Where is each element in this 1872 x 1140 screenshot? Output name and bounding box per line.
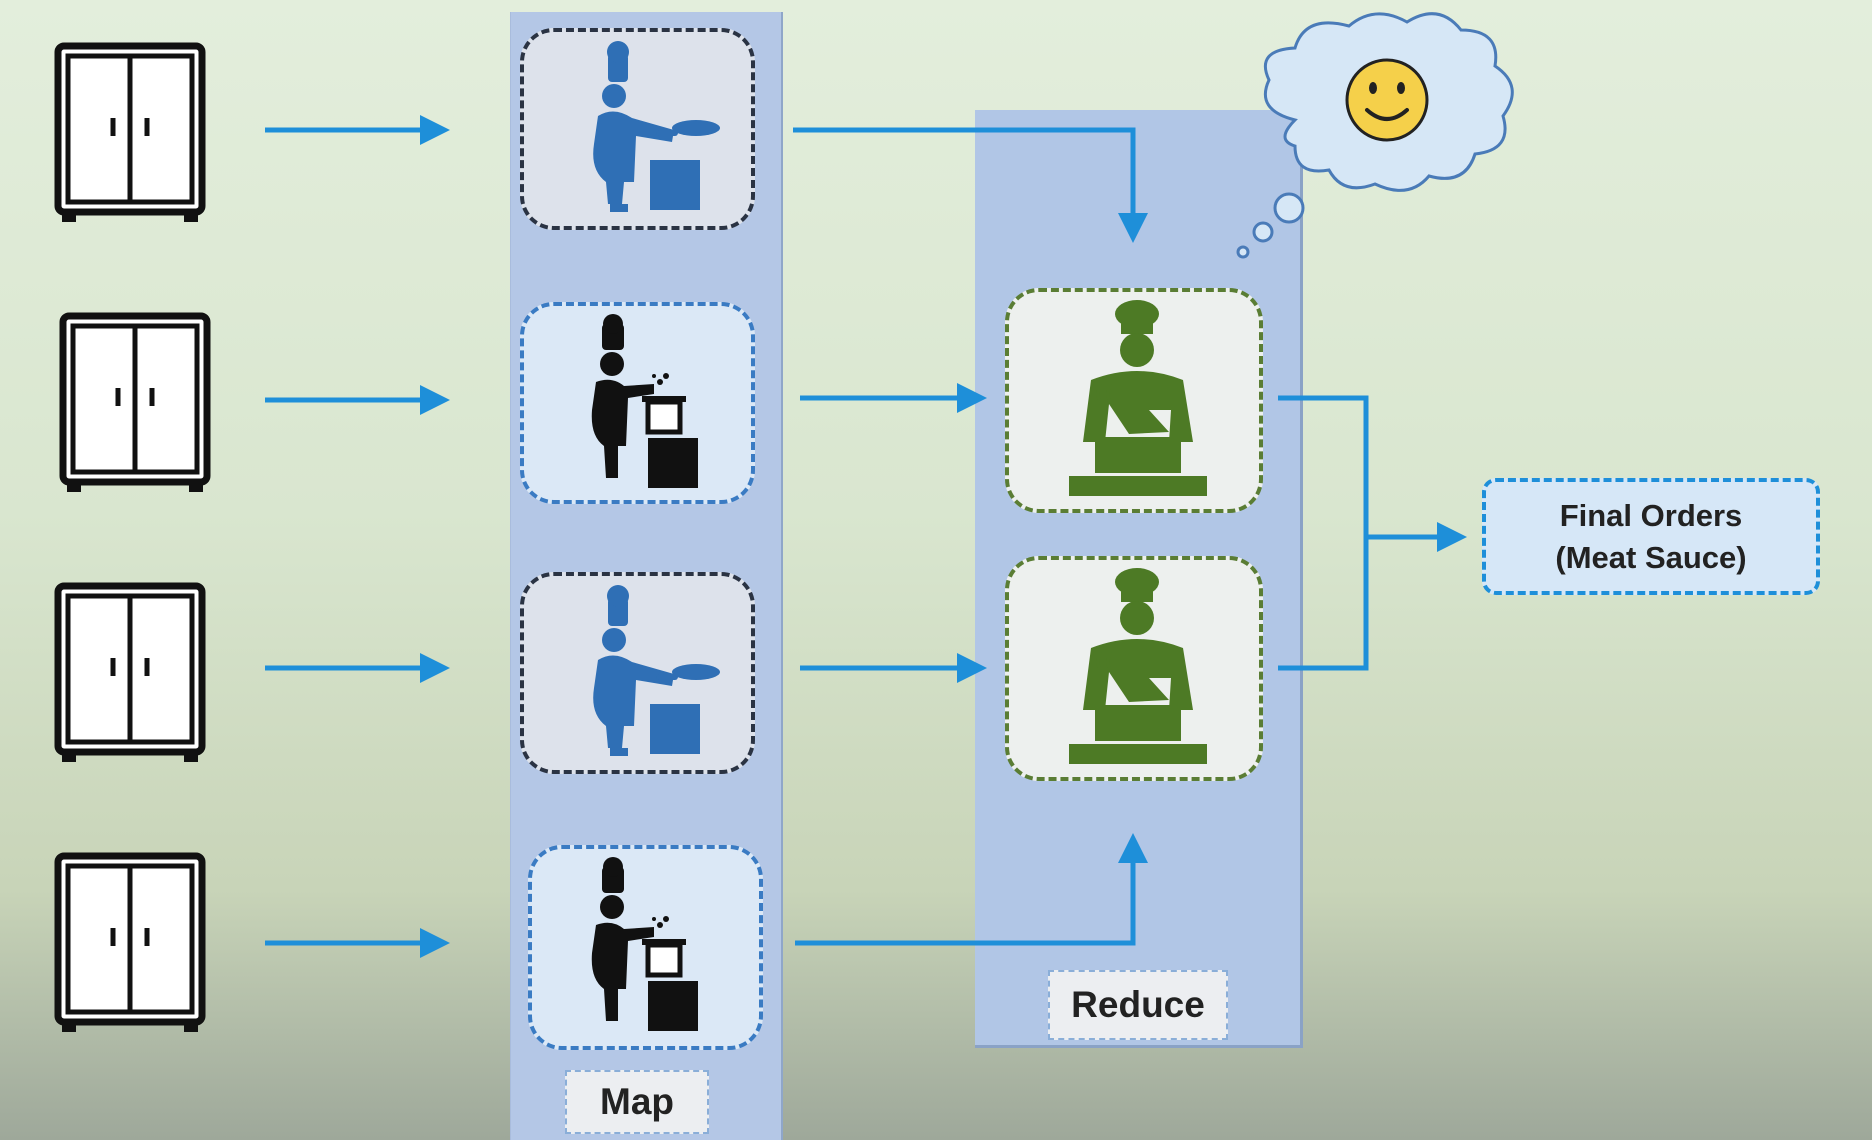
map-label: Map — [565, 1070, 709, 1134]
chef-stirring-pot-icon — [1069, 300, 1207, 496]
arrow-mapper-1 — [793, 127, 1148, 243]
mapper-2 — [520, 302, 755, 504]
reduce-label: Reduce — [1048, 970, 1228, 1040]
mapper-3 — [520, 572, 755, 774]
reducer-1 — [1005, 288, 1263, 513]
arrow-mapper-4 — [795, 833, 1148, 946]
final-orders-box: Final Orders (Meat Sauce) — [1482, 478, 1820, 595]
cabinet-icon — [54, 852, 206, 1032]
smiley-cloud-icon — [1236, 12, 1514, 259]
mapper-4 — [528, 845, 763, 1050]
reducer-2 — [1005, 556, 1263, 781]
chef-stirring-pot-icon — [1069, 568, 1207, 764]
chef-flipping-pan-icon — [593, 41, 720, 212]
reducer-1-connector — [1278, 395, 1369, 671]
mapper-1 — [520, 28, 755, 230]
cook-at-stove-icon — [591, 314, 698, 488]
final-orders-title: Final Orders — [1559, 497, 1743, 533]
cabinet-icon — [59, 312, 211, 492]
cook-at-stove-icon — [591, 857, 698, 1031]
final-orders-subtitle: (Meat Sauce) — [1555, 539, 1747, 575]
chef-flipping-pan-icon — [593, 585, 720, 756]
cabinet-icon — [54, 582, 206, 762]
cabinet-icon — [54, 42, 206, 222]
